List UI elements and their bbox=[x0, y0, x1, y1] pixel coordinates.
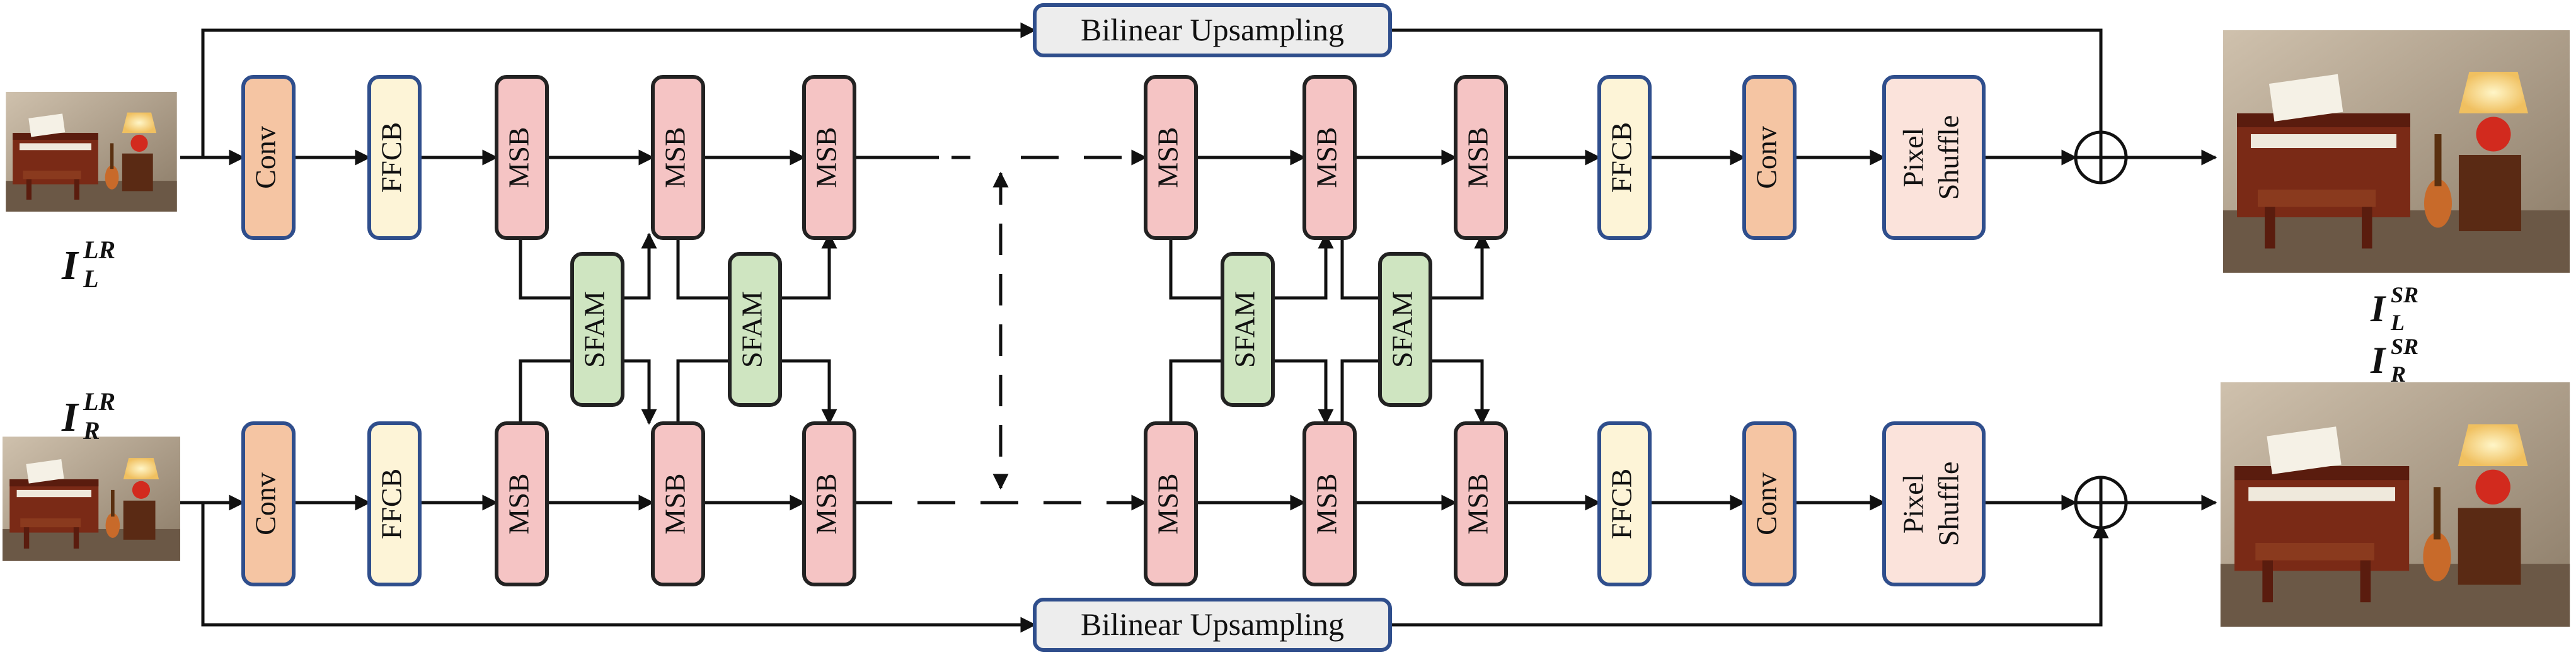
svg-text:Bilinear Upsampling: Bilinear Upsampling bbox=[1081, 607, 1344, 642]
svg-text:LR: LR bbox=[83, 236, 115, 264]
svg-text:SR: SR bbox=[2391, 282, 2418, 307]
ffcb-block: FFCB bbox=[1597, 75, 1652, 240]
conv-block: Conv bbox=[241, 75, 296, 240]
pixel-shuffle-label: Shuffle bbox=[1933, 462, 1965, 547]
msb-label: MSB bbox=[1311, 127, 1343, 188]
ffcb-label: FFCB bbox=[1606, 469, 1638, 540]
sfam-label: SFAM bbox=[1229, 291, 1261, 368]
conv-block: Conv bbox=[1742, 421, 1797, 586]
msb-label: MSB bbox=[810, 127, 842, 188]
svg-text:I: I bbox=[61, 394, 79, 440]
msb-block: MSB bbox=[651, 75, 705, 240]
ffcb-block: FFCB bbox=[367, 75, 422, 240]
ffcb-block: FFCB bbox=[1597, 421, 1652, 586]
conv-label: Conv bbox=[250, 472, 282, 535]
label-input-left: I LR L bbox=[61, 236, 115, 293]
label-output-right: I SR R bbox=[2370, 334, 2418, 387]
ffcb-label: FFCB bbox=[1606, 122, 1638, 193]
sfam-block: SFAM bbox=[1378, 252, 1432, 407]
msb-block: MSB bbox=[1454, 421, 1508, 586]
msb-label: MSB bbox=[1152, 473, 1184, 534]
msb-block: MSB bbox=[1454, 75, 1508, 240]
pixel-shuffle-label: Pixel bbox=[1897, 474, 1929, 534]
msb-label: MSB bbox=[659, 473, 691, 534]
input-image-right bbox=[3, 436, 180, 561]
output-image-left bbox=[2223, 30, 2570, 273]
svg-text:R: R bbox=[83, 416, 100, 445]
svg-text:I: I bbox=[2370, 288, 2387, 329]
msb-label: MSB bbox=[1462, 127, 1494, 188]
svg-text:Bilinear Upsampling: Bilinear Upsampling bbox=[1081, 12, 1344, 47]
conv-label: Conv bbox=[1751, 472, 1783, 535]
svg-text:SR: SR bbox=[2391, 334, 2418, 359]
bilinear-upsampling-bottom: Bilinear Upsampling bbox=[1033, 598, 1392, 652]
sum-node-top bbox=[2074, 130, 2128, 185]
svg-text:R: R bbox=[2390, 362, 2406, 387]
sum-node-bottom bbox=[2074, 476, 2128, 530]
msb-block: MSB bbox=[1144, 421, 1198, 586]
label-output-left: I SR L bbox=[2370, 282, 2418, 335]
sfam-block: SFAM bbox=[728, 252, 782, 407]
bilinear-upsampling-top: Bilinear Upsampling bbox=[1033, 3, 1392, 57]
ffcb-label: FFCB bbox=[376, 469, 408, 540]
msb-label: MSB bbox=[1462, 473, 1494, 534]
conv-label: Conv bbox=[250, 126, 282, 189]
ffcb-block: FFCB bbox=[367, 421, 422, 586]
conv-block: Conv bbox=[1742, 75, 1797, 240]
svg-text:L: L bbox=[2390, 310, 2405, 335]
msb-label: MSB bbox=[1152, 127, 1184, 188]
svg-text:I: I bbox=[61, 242, 79, 288]
msb-block: MSB bbox=[651, 421, 705, 586]
msb-block: MSB bbox=[1302, 75, 1357, 240]
conv-block: Conv bbox=[241, 421, 296, 586]
svg-text:L: L bbox=[83, 265, 98, 293]
msb-block: MSB bbox=[1144, 75, 1198, 240]
pixel-shuffle-label: Shuffle bbox=[1933, 115, 1965, 200]
msb-block: MSB bbox=[495, 421, 549, 586]
msb-label: MSB bbox=[810, 473, 842, 534]
msb-block: MSB bbox=[495, 75, 549, 240]
sfam-label: SFAM bbox=[578, 291, 611, 368]
svg-text:LR: LR bbox=[83, 387, 115, 416]
sfam-block: SFAM bbox=[1221, 252, 1275, 407]
output-image-right bbox=[2220, 382, 2570, 627]
label-input-right: I LR R bbox=[61, 387, 115, 445]
pixel-shuffle-label: Pixel bbox=[1897, 128, 1929, 188]
sfam-label: SFAM bbox=[1386, 291, 1418, 368]
sfam-label: SFAM bbox=[736, 291, 768, 368]
msb-label: MSB bbox=[1311, 473, 1343, 534]
msb-label: MSB bbox=[503, 473, 535, 534]
svg-text:I: I bbox=[2370, 339, 2387, 381]
sfam-block: SFAM bbox=[570, 252, 624, 407]
msb-block: MSB bbox=[802, 421, 856, 586]
conv-label: Conv bbox=[1751, 126, 1783, 189]
msb-block: MSB bbox=[1302, 421, 1357, 586]
ffcb-label: FFCB bbox=[376, 122, 408, 193]
input-image-left bbox=[6, 92, 177, 212]
msb-label: MSB bbox=[503, 127, 535, 188]
msb-label: MSB bbox=[659, 127, 691, 188]
msb-block: MSB bbox=[802, 75, 856, 240]
